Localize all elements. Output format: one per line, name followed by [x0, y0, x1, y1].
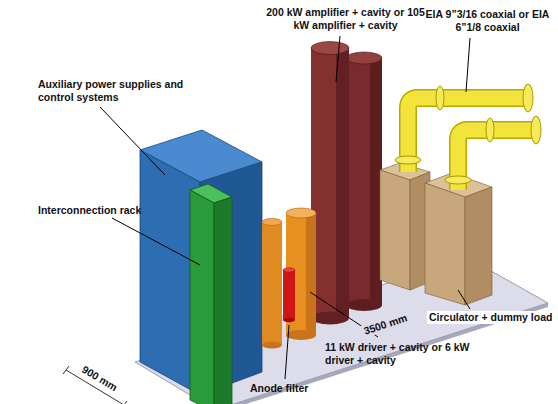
coaxial-line — [408, 98, 534, 190]
callout-label: Auxiliary power supplies and control sys… — [38, 78, 198, 104]
callout-label: Interconnection rack — [38, 204, 141, 217]
dummy-load-box — [425, 173, 492, 305]
rack-face — [190, 190, 214, 404]
callout-label: 900 mm — [79, 363, 119, 394]
callout-label: Circulator + dummy load — [427, 311, 554, 324]
rack-side — [214, 197, 232, 404]
callout-label: Anode filter — [250, 382, 308, 395]
circulator-box — [380, 163, 430, 290]
callout-label: 11 kW driver + cavity or 6 kW driver + c… — [325, 341, 473, 367]
driver-cylinder — [262, 219, 282, 349]
amplifier-cylinder — [346, 52, 382, 311]
coaxial-flange — [395, 84, 541, 184]
callout-label: 200 kW amplifier + cavity or 105 kW ampl… — [258, 6, 433, 32]
amplifier-cylinder — [311, 42, 349, 325]
anode-filter — [283, 268, 295, 322]
callout-label: EIA 9”3/16 coaxial or EIA 6”1/8 coaxial — [420, 8, 555, 34]
